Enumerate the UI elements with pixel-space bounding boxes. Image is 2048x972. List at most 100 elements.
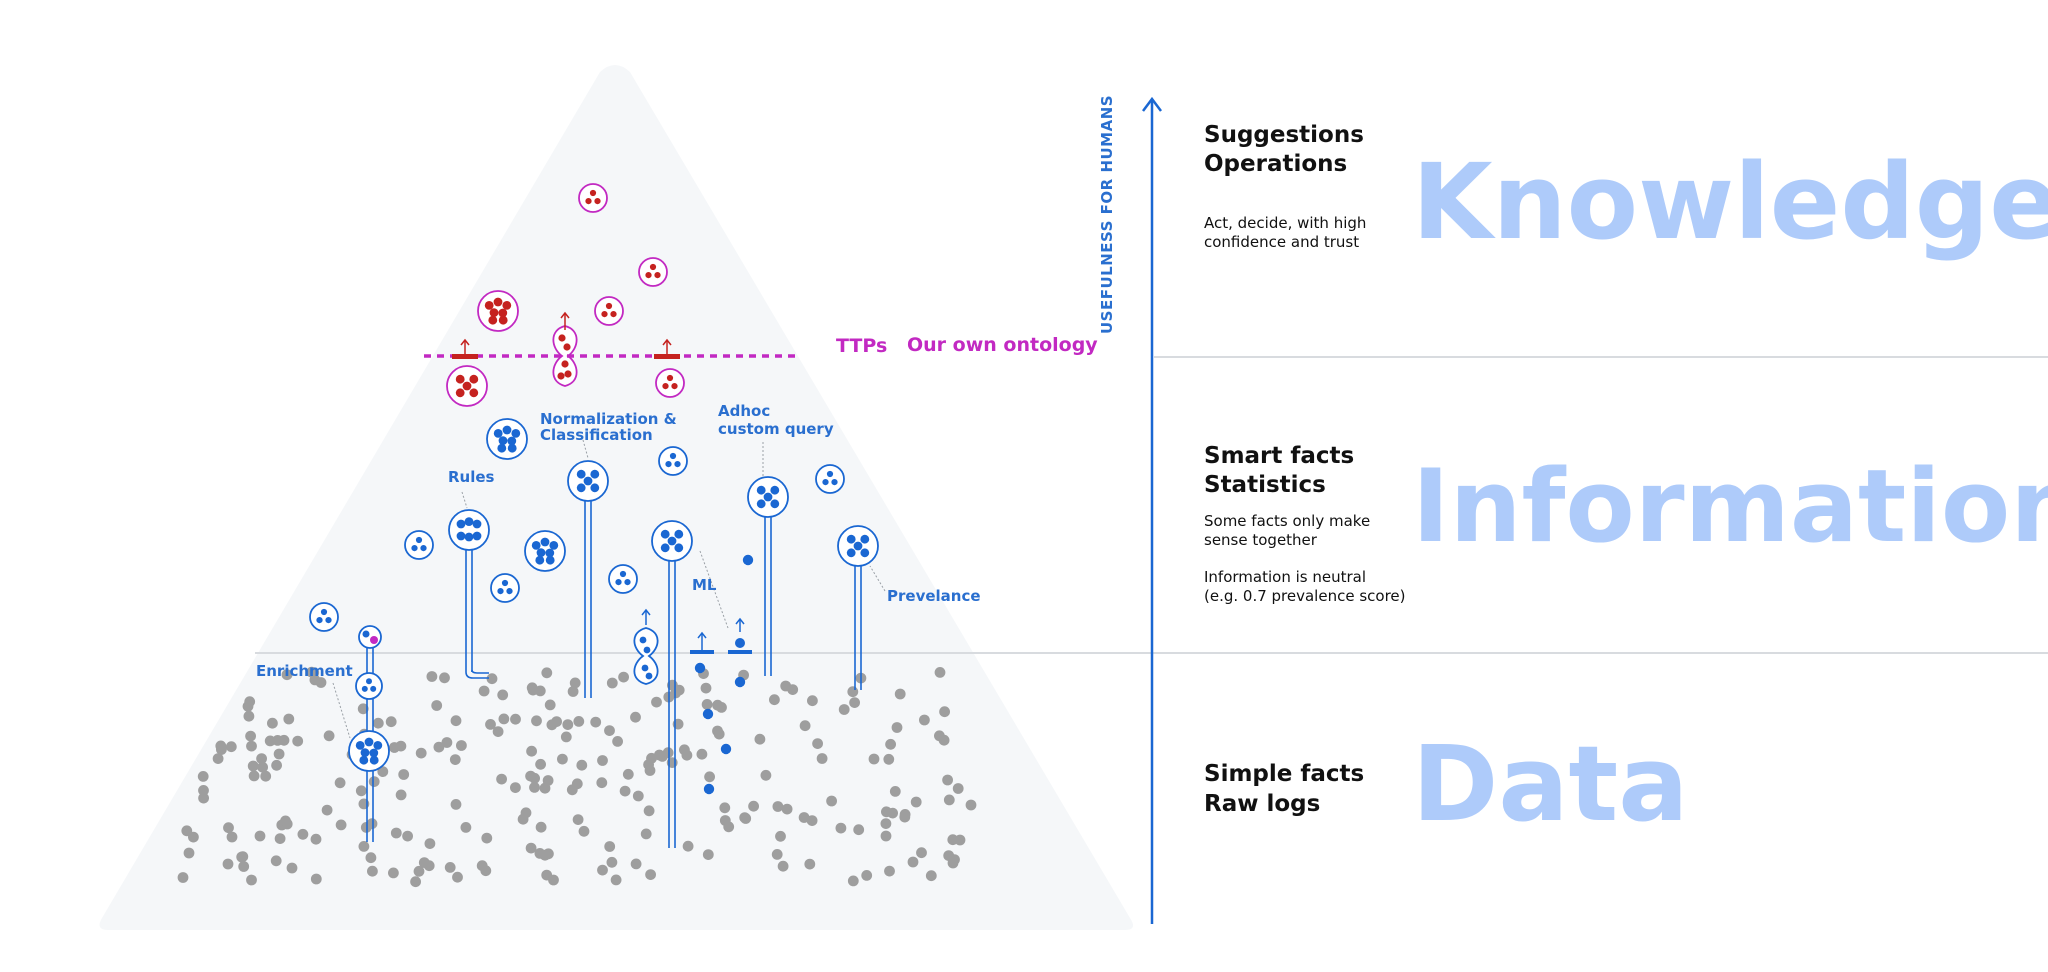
raw-log-dot xyxy=(947,857,959,869)
raw-log-dot xyxy=(704,771,715,783)
blue-pinch-dot xyxy=(645,672,653,680)
rules-bulb-ring xyxy=(448,509,490,551)
raw-log-dot xyxy=(388,867,399,879)
raw-log-dot xyxy=(280,815,291,827)
loose-blue-dot xyxy=(734,676,746,688)
prevalence-bulb-dot xyxy=(846,548,856,558)
raw-log-dot xyxy=(492,726,504,737)
raw-log-dot xyxy=(236,851,248,863)
raw-log-dot xyxy=(934,730,945,742)
raw-log-dot xyxy=(177,872,189,883)
raw-log-dot xyxy=(450,799,462,810)
enrichment-bulb-large-dot xyxy=(373,741,383,750)
raw-log-dot xyxy=(283,713,295,725)
raw-log-dot xyxy=(415,747,427,759)
label-normalization: Normalization & Classification xyxy=(540,410,682,444)
raw-log-dot xyxy=(424,838,436,849)
raw-log-dot xyxy=(308,667,320,678)
raw-log-dot xyxy=(449,754,461,765)
label-prevalence: Prevelance xyxy=(887,587,981,605)
raw-log-dot xyxy=(772,801,784,812)
raw-log-dot xyxy=(719,802,731,814)
raw-log-dot xyxy=(517,813,529,825)
raw-log-dot xyxy=(682,840,694,852)
adhoc-bulb-dot xyxy=(763,492,773,502)
band-information-heading-line2: Statistics xyxy=(1204,472,1326,498)
raw-log-dot xyxy=(835,822,847,834)
floating-cluster-ring xyxy=(815,464,845,494)
raw-log-dot xyxy=(198,785,209,796)
raw-log-dot xyxy=(248,770,260,782)
raw-log-dot xyxy=(701,699,713,710)
raw-log-dot xyxy=(246,740,257,752)
knowledge-cluster-dot xyxy=(585,198,592,205)
promotion-bar xyxy=(690,650,714,654)
raw-log-dot xyxy=(310,873,322,885)
loose-blue-dot xyxy=(742,554,754,566)
label-ontology: Our own ontology xyxy=(907,334,1098,356)
floating-cluster-ring xyxy=(404,530,434,560)
knowledge-cluster-dot xyxy=(601,311,608,318)
label-normalization-line1: Normalization & xyxy=(540,410,677,428)
raw-log-dot xyxy=(799,720,811,732)
raw-log-dot xyxy=(562,719,574,730)
knowledge-cluster-dot xyxy=(488,315,498,325)
raw-log-dot xyxy=(292,735,304,747)
raw-log-dot xyxy=(847,686,859,698)
floating-cluster-dot xyxy=(498,436,508,445)
knowledge-cluster-ring xyxy=(578,183,608,213)
loose-blue-dot xyxy=(735,638,745,648)
floating-cluster-dot xyxy=(497,443,507,453)
raw-log-dot xyxy=(433,741,445,753)
raw-log-dot xyxy=(223,822,234,834)
knowledge-cluster-dot xyxy=(666,374,674,382)
promotion-bar xyxy=(452,354,478,359)
raw-log-dot xyxy=(212,753,224,764)
raw-log-dot xyxy=(606,677,618,689)
raw-log-dot xyxy=(560,731,572,743)
raw-log-dot xyxy=(390,827,402,839)
knowledge-cluster-dot xyxy=(455,374,465,384)
rules-bulb-dot xyxy=(472,519,482,529)
raw-log-dot xyxy=(916,847,927,859)
raw-log-dot xyxy=(410,876,421,888)
raw-log-dot xyxy=(497,689,509,701)
raw-log-dot xyxy=(238,861,250,872)
floating-cluster-dot xyxy=(511,429,521,438)
label-rules: Rules xyxy=(448,468,495,486)
band-knowledge-heading: Suggestions Operations xyxy=(1204,122,1372,177)
raw-log-dot xyxy=(597,864,608,876)
promotion-arrow-icon xyxy=(662,338,672,355)
floating-cluster-ring xyxy=(658,446,688,476)
raw-log-dot xyxy=(527,684,539,696)
raw-log-dot xyxy=(460,822,472,833)
floating-cluster-dot xyxy=(420,545,427,552)
raw-log-dot xyxy=(569,677,581,689)
band-knowledge-word: Knowledge xyxy=(1412,141,2048,263)
knowledge-cluster-dot xyxy=(498,315,508,325)
raw-log-dot xyxy=(544,699,556,711)
raw-log-dot xyxy=(525,842,537,854)
knowledge-cluster-dot xyxy=(605,302,613,310)
band-information-description: Some facts only make sense together Info… xyxy=(1204,512,1406,605)
up-arrow-icon xyxy=(1142,96,1162,112)
raw-log-dot xyxy=(640,828,652,840)
floating-cluster-dot xyxy=(320,608,328,616)
raw-log-dot xyxy=(826,795,837,807)
knowledge-cluster-dot xyxy=(645,272,652,279)
raw-log-dot xyxy=(891,722,903,733)
floating-cluster-dot xyxy=(535,555,545,565)
raw-log-dot xyxy=(254,830,266,842)
raw-log-dot xyxy=(441,737,453,748)
raw-log-dot xyxy=(531,715,542,727)
normalization-bulb-dot xyxy=(590,469,600,479)
enrichment-bulb-small-dot xyxy=(361,685,368,692)
raw-log-dot xyxy=(557,753,568,765)
raw-log-dot xyxy=(222,858,234,870)
normalization-bulb-dot xyxy=(583,476,593,486)
enrichment-bulb-small-dot xyxy=(366,678,372,685)
band-knowledge-description: Act, decide, with high confidence and tr… xyxy=(1204,214,1371,251)
floating-cluster-dot xyxy=(497,588,504,595)
raw-log-dot xyxy=(450,715,462,727)
raw-log-dot xyxy=(546,719,558,731)
